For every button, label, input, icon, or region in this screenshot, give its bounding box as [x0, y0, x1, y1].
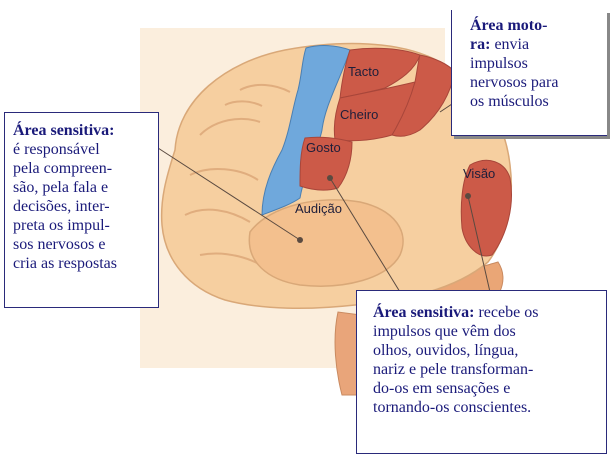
region-gosto — [299, 136, 353, 191]
callout-motor-heading-2: ra: — [470, 36, 491, 53]
callout-sensory-left-heading: Área sensitiva: — [13, 122, 115, 139]
temporal-lobe — [248, 199, 404, 287]
callout-line: nariz e pele transforman- — [373, 361, 534, 378]
callout-line: tornando-os conscientes. — [373, 399, 532, 416]
callout-sensory-left: Área sensitiva: é responsável pela compr… — [4, 112, 159, 308]
pointer-bottom-1-dot — [327, 175, 333, 181]
region-tacto — [339, 47, 421, 99]
pointer-left — [157, 147, 301, 241]
gyri-lines — [184, 84, 291, 273]
callout-line: é responsável — [13, 141, 100, 158]
callout-line: os músculos — [470, 93, 549, 110]
callout-line: impulsos que vêm dos — [373, 323, 516, 340]
callout-line: pela compreen- — [13, 160, 113, 177]
label-visao: Visão — [463, 166, 495, 181]
callout-line: envia — [490, 36, 530, 53]
callout-line: recebe os — [474, 304, 539, 321]
callout-line: são, pela fala e — [13, 179, 109, 196]
pointer-bottom-1 — [329, 177, 401, 293]
motor-area — [261, 45, 351, 216]
callout-line: decisões, inter- — [13, 198, 110, 215]
callout-line: nervosos para — [470, 74, 559, 91]
label-audicao: Audição — [295, 201, 342, 216]
callout-sensory-bottom: Área sensitiva: recebe os impulsos que v… — [356, 290, 607, 454]
callout-line: cria as respostas — [13, 255, 117, 272]
pointer-left-dot — [297, 237, 303, 243]
callout-line: impulsos — [470, 55, 528, 72]
callout-line: sos nervosos e — [13, 236, 106, 253]
callout-line: preta os impul- — [13, 217, 110, 234]
pointer-bottom-2-dot — [465, 193, 471, 199]
label-gosto: Gosto — [306, 140, 341, 155]
callout-line: do-os em sensações e — [373, 380, 511, 397]
label-cheiro: Cheiro — [340, 107, 378, 122]
callout-motor: Área moto- ra: envia impulsos nervosos p… — [451, 10, 607, 136]
pointer-bottom-2 — [467, 195, 491, 293]
callout-line: olhos, ouvidos, língua, — [373, 342, 519, 359]
callout-sensory-bottom-heading: Área sensitiva: — [373, 304, 475, 321]
callout-motor-heading-1: Área moto- — [470, 17, 548, 34]
region-visao — [460, 160, 512, 257]
label-tacto: Tacto — [348, 64, 379, 79]
